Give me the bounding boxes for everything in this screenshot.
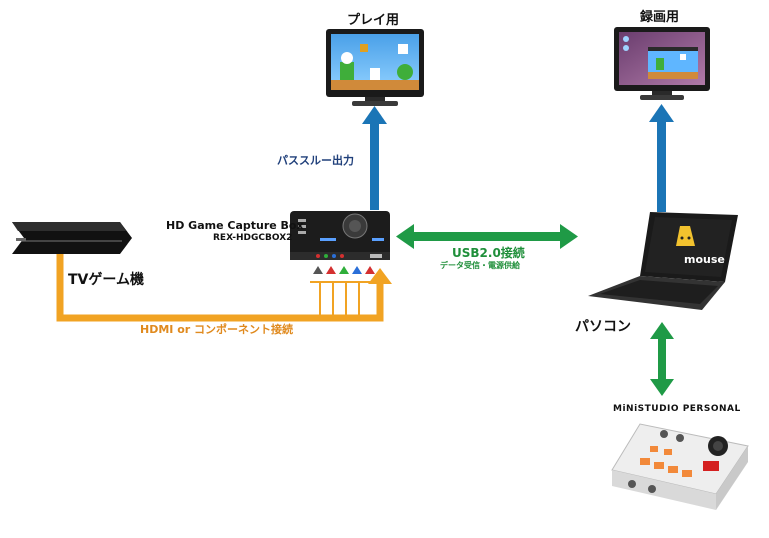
passthrough-arrow bbox=[362, 106, 387, 210]
laptop bbox=[588, 212, 738, 310]
component-port-arrows bbox=[313, 266, 375, 274]
record-arrow bbox=[649, 104, 674, 212]
passthrough-label: パススルー出力 bbox=[277, 154, 354, 167]
pc-label: パソコン bbox=[575, 319, 631, 335]
play-monitor-label: プレイ用 bbox=[347, 13, 400, 28]
hdmi-line bbox=[56, 250, 392, 322]
capture-box-name: HD Game Capture Box bbox=[166, 219, 304, 232]
usb-sub-label: データ受信・電源供給 bbox=[440, 261, 520, 270]
capture-box bbox=[290, 211, 390, 260]
record-monitor-label: 録画用 bbox=[640, 10, 680, 25]
laptop-brand: mouse bbox=[684, 253, 725, 266]
play-monitor bbox=[326, 29, 424, 106]
usb-label: USB2.0接続 bbox=[452, 246, 525, 260]
record-monitor bbox=[614, 27, 710, 100]
capture-box-model: REX-HDGCBOX2 bbox=[213, 233, 293, 243]
ministudio-label: MiNiSTUDIO PERSONAL bbox=[613, 404, 741, 414]
tv-game-label: TVゲーム機 bbox=[68, 272, 144, 288]
game-console bbox=[12, 222, 132, 254]
audio-arrow bbox=[650, 322, 674, 396]
usb-arrow bbox=[396, 224, 578, 249]
ministudio-device bbox=[611, 423, 749, 510]
hdmi-label: HDMI or コンポーネント接続 bbox=[140, 323, 294, 336]
